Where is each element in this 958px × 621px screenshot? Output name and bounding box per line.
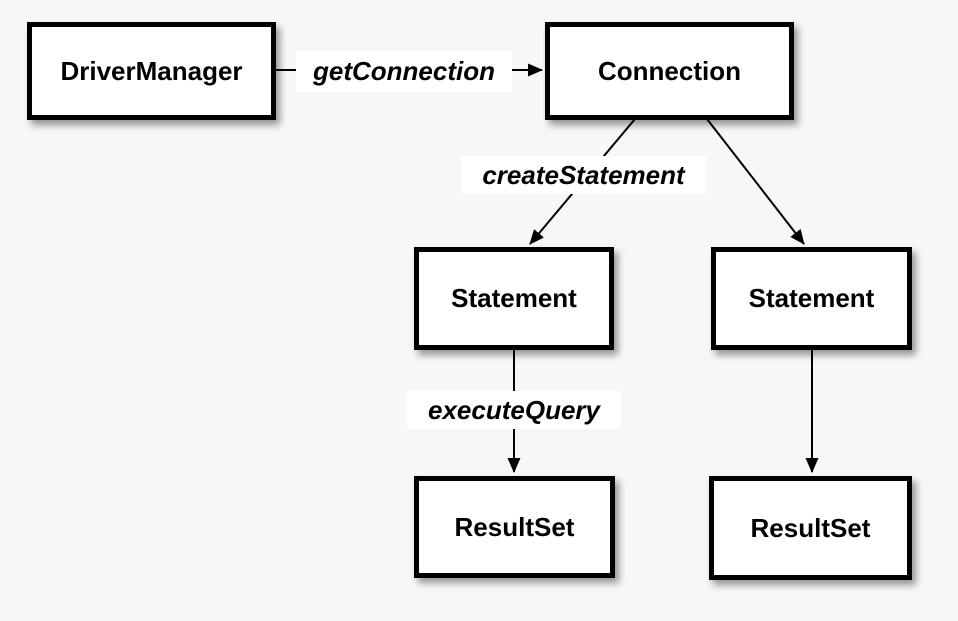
node-statement-left: Statement — [414, 247, 614, 350]
node-drivermanager-label: DriverManager — [60, 55, 243, 86]
node-statement-left-label: Statement — [451, 283, 577, 313]
node-connection-label: Connection — [598, 55, 741, 86]
node-resultset-right: ResultSet — [709, 476, 912, 580]
node-resultset-right-label: ResultSet — [750, 512, 871, 543]
edge-label-executequery: executeQuery — [407, 391, 621, 429]
node-resultset-left-label: ResultSet — [454, 511, 575, 542]
node-statement-right: Statement — [711, 247, 912, 350]
node-connection: Connection — [545, 22, 794, 120]
node-drivermanager: DriverManager — [27, 22, 276, 120]
edge-label-getconnection: getConnection — [296, 51, 512, 92]
node-resultset-left: ResultSet — [414, 476, 615, 578]
node-statement-right-label: Statement — [748, 283, 875, 313]
edge-label-createstatement: createStatement — [461, 156, 706, 194]
edge-connection-statement-right-arrow — [706, 118, 805, 245]
